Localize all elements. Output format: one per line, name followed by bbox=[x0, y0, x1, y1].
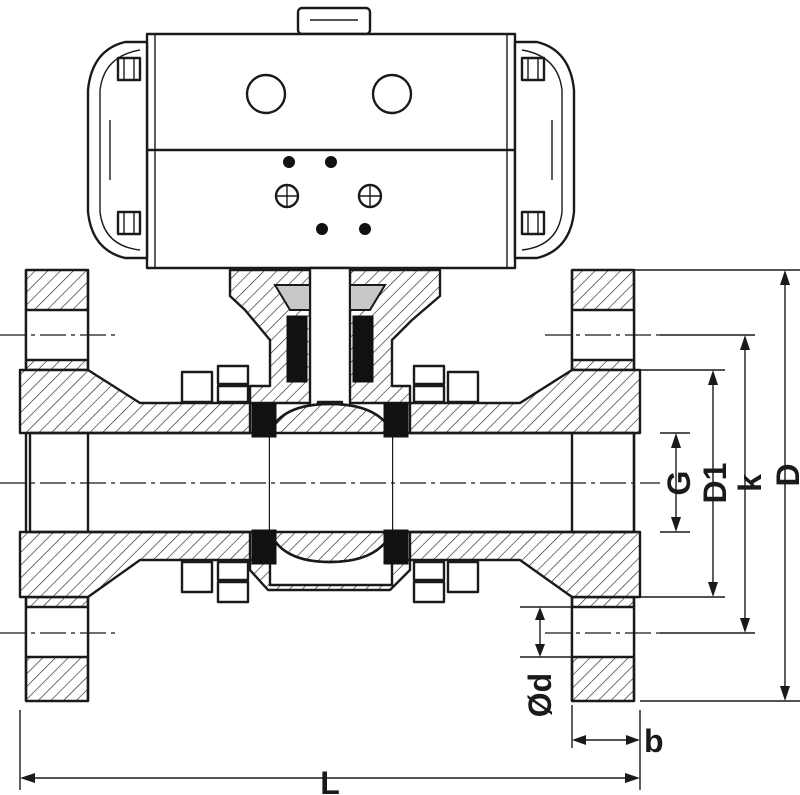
label-G: G bbox=[661, 471, 697, 496]
actuator-left-endcap bbox=[86, 40, 149, 260]
seat-right-top bbox=[383, 402, 409, 438]
actuator-top-cap bbox=[296, 6, 372, 36]
dimension-lines bbox=[19, 269, 800, 790]
seat-left-bottom bbox=[251, 529, 277, 565]
label-b: b bbox=[644, 723, 664, 759]
label-k: k bbox=[732, 474, 768, 492]
actuator-right-endcap bbox=[513, 40, 576, 260]
valve-stem bbox=[308, 266, 352, 420]
actuator-port-circle bbox=[245, 73, 287, 115]
left-body-upper-wall bbox=[18, 368, 252, 435]
seat-left-top bbox=[251, 402, 277, 438]
body-bolts bbox=[180, 364, 480, 604]
label-D: D bbox=[770, 463, 800, 486]
center-lines bbox=[0, 334, 660, 634]
seat-right-bottom bbox=[383, 529, 409, 565]
left-body-lower-wall bbox=[18, 530, 252, 599]
dimension-labels: G D1 k D Ød b L bbox=[320, 463, 800, 795]
label-L: L bbox=[320, 765, 340, 795]
label-D1: D1 bbox=[697, 463, 733, 504]
actuator-port-circle bbox=[371, 73, 413, 115]
pneumatic-actuator bbox=[86, 6, 576, 270]
valve-body-section bbox=[18, 266, 642, 703]
label-diameter-d: Ød bbox=[522, 673, 558, 717]
